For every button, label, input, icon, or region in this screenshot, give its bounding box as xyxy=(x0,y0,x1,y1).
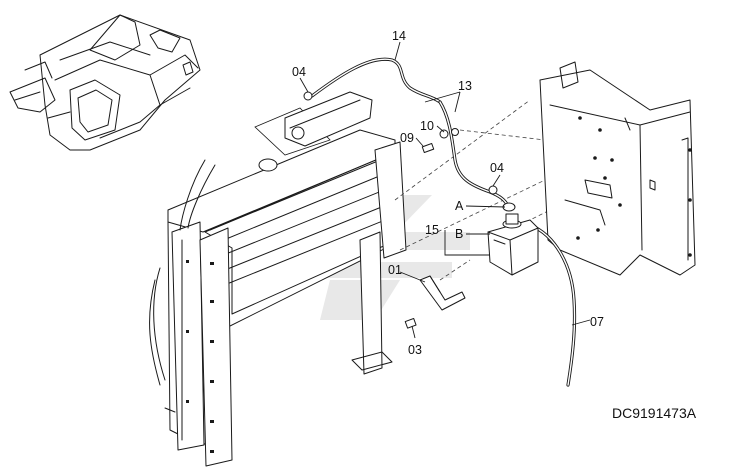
mounting-bracket xyxy=(539,61,696,276)
upright-bolts xyxy=(186,260,214,453)
callout-04-mid: 04 xyxy=(490,161,504,175)
callout-a: A xyxy=(455,199,464,213)
radiator-assembly xyxy=(149,91,407,467)
alignment-lines xyxy=(394,99,551,281)
bracket-01 xyxy=(419,275,466,311)
callout-07: 07 xyxy=(590,315,604,329)
callout-15: 15 xyxy=(425,223,439,237)
callout-13: 13 xyxy=(458,79,472,93)
callout-10: 10 xyxy=(420,119,434,133)
drawing-code: DC9191473A xyxy=(612,405,697,421)
overflow-tube-07 xyxy=(528,223,577,387)
callout-b: B xyxy=(455,227,463,241)
leader-lines xyxy=(299,41,591,339)
hose-13 xyxy=(438,100,510,208)
callout-03: 03 xyxy=(408,343,422,357)
excavator-thumbnail xyxy=(9,14,201,151)
hose-14 xyxy=(310,57,442,104)
callout-14: 14 xyxy=(392,29,406,43)
thumbnail-leader xyxy=(254,107,331,156)
callout-04-top: 04 xyxy=(292,65,306,79)
callout-09: 09 xyxy=(400,131,414,145)
callout-01: 01 xyxy=(388,263,402,277)
reservoir-tank xyxy=(487,213,539,276)
